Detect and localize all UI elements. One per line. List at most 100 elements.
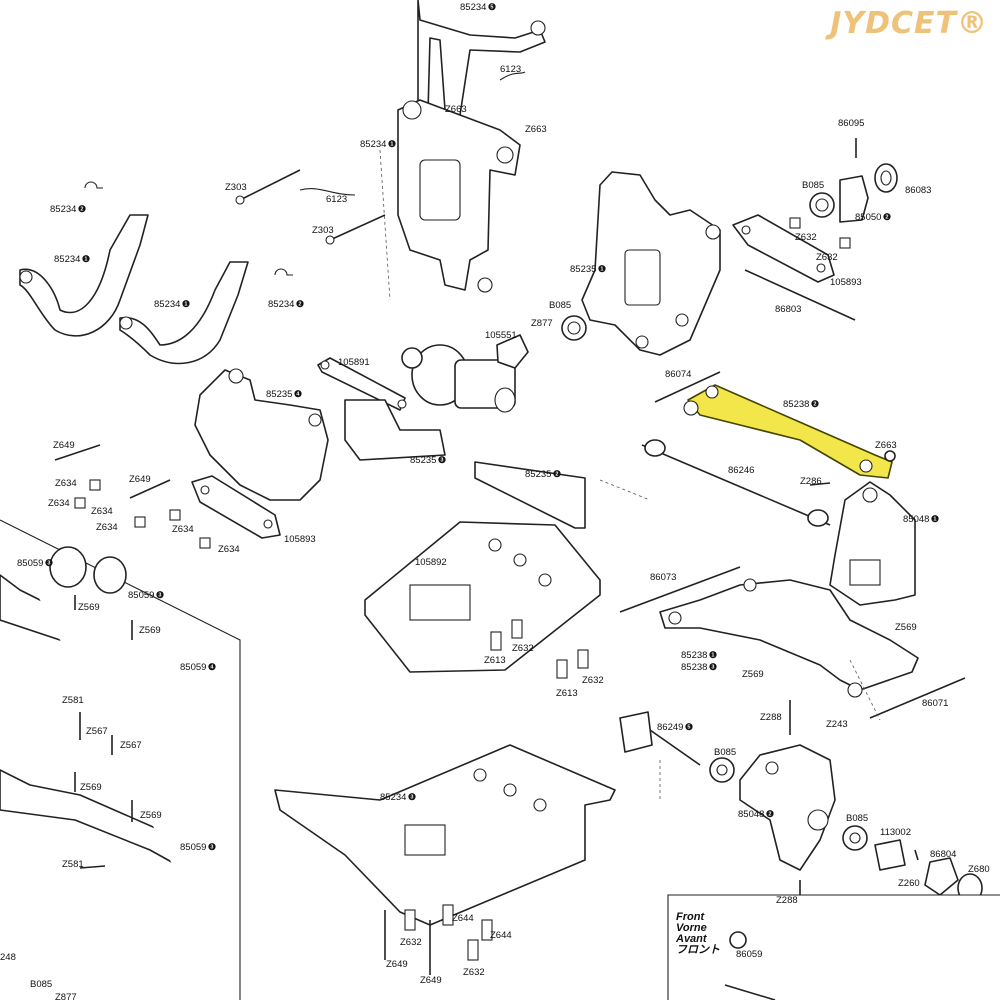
part-number: Z569 [895, 622, 917, 633]
part-label: Z634 [55, 478, 77, 489]
part-label: Z260 [898, 878, 920, 889]
part-label: Z663 [525, 124, 547, 135]
part-number: B085 [846, 813, 868, 824]
variant-number: 3 [210, 845, 213, 851]
part-label: Z569 [742, 669, 764, 680]
part-number: 105551 [485, 330, 517, 341]
part-number: 85234 [380, 792, 406, 803]
variant-number: 3 [158, 593, 161, 599]
variant-dot [553, 470, 561, 478]
part-number: 85238 [681, 662, 707, 673]
variant-number: 2 [298, 302, 301, 308]
part-number: Z649 [420, 975, 442, 986]
part-number: Z569 [742, 669, 764, 680]
part-number: Z581 [62, 695, 84, 706]
variant-dot [82, 255, 90, 263]
part-label: B085 [30, 979, 52, 990]
part-number: Z663 [445, 104, 467, 115]
variant-dot [766, 810, 774, 818]
part-number: Z613 [556, 688, 578, 699]
part-label: 105551 [485, 330, 517, 341]
variant-number: 1 [600, 267, 603, 273]
part-number: 105893 [284, 534, 316, 545]
variant-dot [598, 265, 606, 273]
part-label: 6123 [500, 64, 521, 75]
part-number: Z632 [582, 675, 604, 686]
part-label: 105891 [338, 357, 370, 368]
part-number: 85234 [154, 299, 180, 310]
part-label: Z613 [556, 688, 578, 699]
part-number: Z260 [898, 878, 920, 889]
part-number: 85234 [268, 299, 294, 310]
variant-dot [931, 515, 939, 523]
part-number: Z243 [826, 719, 848, 730]
part-label: Z303 [225, 182, 247, 193]
variant-number: 2 [80, 207, 83, 213]
part-number: Z569 [78, 602, 100, 613]
part-label: Z567 [86, 726, 108, 737]
part-number: Z632 [463, 967, 485, 978]
variant-number: 1 [84, 257, 87, 263]
part-label: Z649 [386, 959, 408, 970]
part-label: B085 [549, 300, 571, 311]
variant-number: 4 [296, 392, 300, 398]
part-number: 86074 [665, 369, 691, 380]
variant-dot [208, 843, 216, 851]
part-label: Z569 [139, 625, 161, 636]
part-number: 105891 [338, 357, 370, 368]
part-label: Z877 [531, 318, 553, 329]
part-label: 86074 [665, 369, 691, 380]
variant-number: 2 [555, 472, 558, 478]
part-label: Z644 [490, 930, 512, 941]
part-label: 86804 [930, 849, 956, 860]
variant-dot [408, 793, 416, 801]
part-label: Z569 [78, 602, 100, 613]
brand-watermark: JYDCET® [830, 6, 988, 41]
part-label: Z613 [484, 655, 506, 666]
part-number: 6123 [500, 64, 521, 75]
part-number: Z569 [80, 782, 102, 793]
part-label: Z634 [172, 524, 194, 535]
part-label: Z634 [48, 498, 70, 509]
part-label: Z581 [62, 859, 84, 870]
part-number: Z634 [48, 498, 70, 509]
variant-number: 1 [184, 302, 187, 308]
part-number: 85048 [738, 809, 764, 820]
part-label: Z286 [800, 476, 822, 487]
part-label: 86073 [650, 572, 676, 583]
part-number: Z569 [140, 810, 162, 821]
part-number: 85050 [855, 212, 881, 223]
part-number: B085 [30, 979, 52, 990]
part-label: 105893 [830, 277, 862, 288]
part-number: Z634 [96, 522, 118, 533]
part-label: Z632 [816, 252, 838, 263]
part-label: Z288 [760, 712, 782, 723]
variant-dot [182, 300, 190, 308]
part-label: 86095 [838, 118, 864, 129]
front-orientation-legend: Front Vorne Avant フロント [676, 912, 720, 956]
part-label: B085 [714, 747, 736, 758]
part-number: 85059 [128, 590, 154, 601]
part-label: Z288 [776, 895, 798, 906]
part-number: 85235 [266, 389, 292, 400]
variant-number: 3 [47, 561, 50, 567]
legend-line-avant: Avant [676, 933, 707, 945]
variant-dot [488, 3, 496, 11]
part-label: Z569 [895, 622, 917, 633]
variant-dot [438, 456, 446, 464]
variant-dot [156, 591, 164, 599]
part-number: 85048 [903, 514, 929, 525]
part-label: Z634 [91, 506, 113, 517]
part-number: Z649 [386, 959, 408, 970]
part-label: Z634 [96, 522, 118, 533]
